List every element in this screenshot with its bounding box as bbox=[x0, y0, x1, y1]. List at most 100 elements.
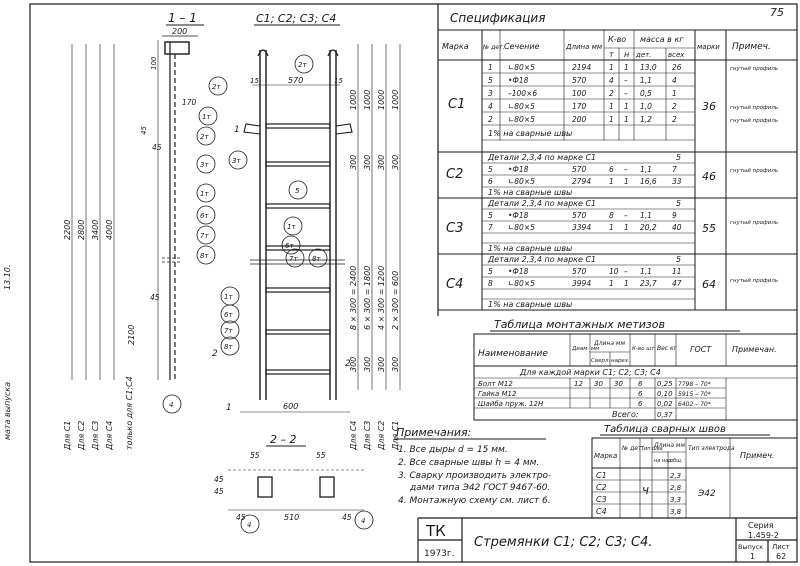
svg-text:–: – bbox=[624, 211, 628, 220]
dim-1000-a: 1000 bbox=[349, 90, 358, 110]
svg-text:1т: 1т bbox=[200, 190, 209, 198]
spec-h-primech: Примеч. bbox=[732, 42, 771, 52]
stamp-list-label: Лист bbox=[772, 543, 790, 551]
dim-3400: 3400 bbox=[91, 220, 100, 240]
callout-1t-c: 1т bbox=[283, 216, 303, 236]
callout-3t-a: 3т bbox=[196, 154, 216, 174]
weld-len-c4: 3,8 bbox=[670, 508, 682, 516]
weld-len-c2: 2,8 bbox=[670, 484, 682, 492]
svg-text:4: 4 bbox=[247, 521, 251, 529]
fasteners-title: Таблица монтажных метизов bbox=[494, 318, 665, 331]
spec-h-sechenie: Сечение bbox=[504, 42, 540, 51]
svg-text:Болт М12: Болт М12 bbox=[478, 380, 513, 388]
svg-text:10: 10 bbox=[609, 267, 619, 276]
marker-2: 2 bbox=[212, 349, 218, 359]
svg-text:1: 1 bbox=[609, 279, 614, 288]
stamp-seria: 1.459-2 bbox=[748, 531, 779, 540]
dim-45-b2: 45 bbox=[342, 513, 352, 522]
dim-45b: 45 bbox=[152, 143, 162, 152]
weld-table: Таблица сварных швов Марка № дет. Тип шв… bbox=[591, 423, 798, 519]
weld-marka-c3: С3 bbox=[596, 495, 607, 504]
fast-h-nar: нарез. bbox=[611, 358, 630, 364]
dim-170: 170 bbox=[182, 98, 197, 107]
note-3b: дами типа Э42 ГОСТ 9467-60. bbox=[409, 483, 550, 493]
svg-text:1: 1 bbox=[672, 89, 677, 98]
label-for-c1: Для С1 bbox=[63, 421, 72, 451]
dim-300-f: 300 bbox=[363, 357, 372, 372]
dim-300-e: 300 bbox=[349, 357, 358, 372]
svg-text:гнутый профиль: гнутый профиль bbox=[730, 220, 778, 226]
svg-text:0,02: 0,02 bbox=[657, 400, 673, 408]
dim-4x300: 4 × 300 = 1200 bbox=[377, 266, 386, 330]
dim-1000-c: 1000 bbox=[377, 90, 386, 110]
svg-text:∟80×5: ∟80×5 bbox=[508, 177, 535, 186]
svg-text:1,1: 1,1 bbox=[640, 211, 652, 220]
svg-text:8т: 8т bbox=[200, 252, 209, 260]
notes-block: Примечания: 1. Все дыры d = 15 мм. 2. Вс… bbox=[394, 426, 551, 506]
svg-text:7: 7 bbox=[488, 223, 493, 232]
weld-len-c3: 3,3 bbox=[670, 496, 681, 504]
svg-text:–: – bbox=[624, 165, 628, 174]
spec-c4-label: С4 bbox=[446, 277, 463, 292]
svg-text:3т: 3т bbox=[200, 161, 209, 169]
dim-300-c: 300 bbox=[377, 155, 386, 170]
fast-h-gost: ГОСТ bbox=[690, 345, 712, 354]
spec-c3-label: С3 bbox=[446, 221, 463, 236]
svg-text:23,7: 23,7 bbox=[640, 279, 657, 288]
spec-c3-weld: 1% на сварные швы bbox=[488, 244, 572, 253]
spec-c4-ref: Детали 2,3,4 по марке С1 bbox=[487, 255, 596, 264]
svg-text:–: – bbox=[624, 89, 628, 98]
spec-h-kvo: К-во bbox=[608, 35, 626, 44]
svg-text:гнутый профиль: гнутый профиль bbox=[730, 118, 778, 124]
spec-title: Спецификация bbox=[450, 11, 545, 25]
svg-text:12: 12 bbox=[574, 380, 583, 388]
svg-text:6т: 6т bbox=[224, 311, 233, 319]
spec-c2-label: С2 bbox=[446, 167, 463, 182]
svg-text:7798 – 70*: 7798 – 70* bbox=[678, 381, 711, 388]
callout-1t-a: 1т bbox=[198, 106, 218, 126]
svg-text:2: 2 bbox=[609, 89, 614, 98]
callouts-left: 2т 1т 2т 3т 1т 6т 7т 8т 4 bbox=[162, 76, 228, 414]
svg-text:8: 8 bbox=[488, 279, 493, 288]
svg-text:0,10: 0,10 bbox=[657, 390, 673, 398]
callout-1t-d: 1т bbox=[220, 286, 240, 306]
spec-c1-weld: 1% на сварные швы bbox=[488, 129, 572, 138]
fast-h-note: Примечан. bbox=[732, 345, 777, 354]
svg-text:570: 570 bbox=[572, 76, 587, 85]
spec-c1-label: С1 bbox=[448, 97, 465, 112]
svg-text:2: 2 bbox=[672, 102, 677, 111]
svg-text:1: 1 bbox=[609, 102, 614, 111]
dim-4000: 4000 bbox=[105, 220, 114, 240]
svg-text:1: 1 bbox=[609, 177, 614, 186]
svg-text:8: 8 bbox=[609, 211, 614, 220]
dim-8x300: 8 × 300 = 2400 bbox=[349, 266, 358, 330]
page-number: 75 bbox=[770, 6, 784, 19]
svg-text:гнутый профиль: гнутый профиль bbox=[730, 278, 778, 284]
svg-text:1,0: 1,0 bbox=[640, 102, 652, 111]
svg-text:3394: 3394 bbox=[572, 223, 591, 232]
dim-2100: 2100 bbox=[127, 325, 136, 345]
svg-text:7т: 7т bbox=[289, 255, 298, 263]
svg-text:0,5: 0,5 bbox=[640, 89, 652, 98]
svg-text:гнутый профиль: гнутый профиль bbox=[730, 105, 778, 111]
weld-h-det: № дет. bbox=[621, 445, 643, 452]
callout-8t-b: 8т bbox=[308, 248, 328, 268]
stamp-vypusk-label: Выпуск bbox=[738, 543, 763, 551]
table-row: Болт М12 12 30 30 6 0,25 7798 – 70* bbox=[478, 380, 711, 388]
dim-45-l1: 45 bbox=[214, 475, 224, 484]
callout-2t-a: 2т bbox=[208, 76, 228, 96]
svg-text:570: 570 bbox=[572, 165, 587, 174]
svg-text:3т: 3т bbox=[232, 157, 241, 165]
drawing-area: 1 – 1 С1; С2; С3; С4 200 100 170 45 45 4… bbox=[63, 11, 401, 534]
callout-6t-b: 6т bbox=[281, 235, 301, 255]
title-stamp: ТК 1973г. Стремянки С1; С2; С3; С4. Сери… bbox=[417, 517, 797, 562]
note-3: 3. Сварку производить электро- bbox=[398, 471, 551, 481]
spec-h-massa: масса в кг bbox=[640, 35, 684, 44]
svg-text:гнутый профиль: гнутый профиль bbox=[730, 168, 778, 174]
right-label-c3: Для С3 bbox=[363, 421, 372, 451]
right-dims: 1000 1000 1000 1000 300 300 300 300 8 × … bbox=[349, 44, 401, 451]
